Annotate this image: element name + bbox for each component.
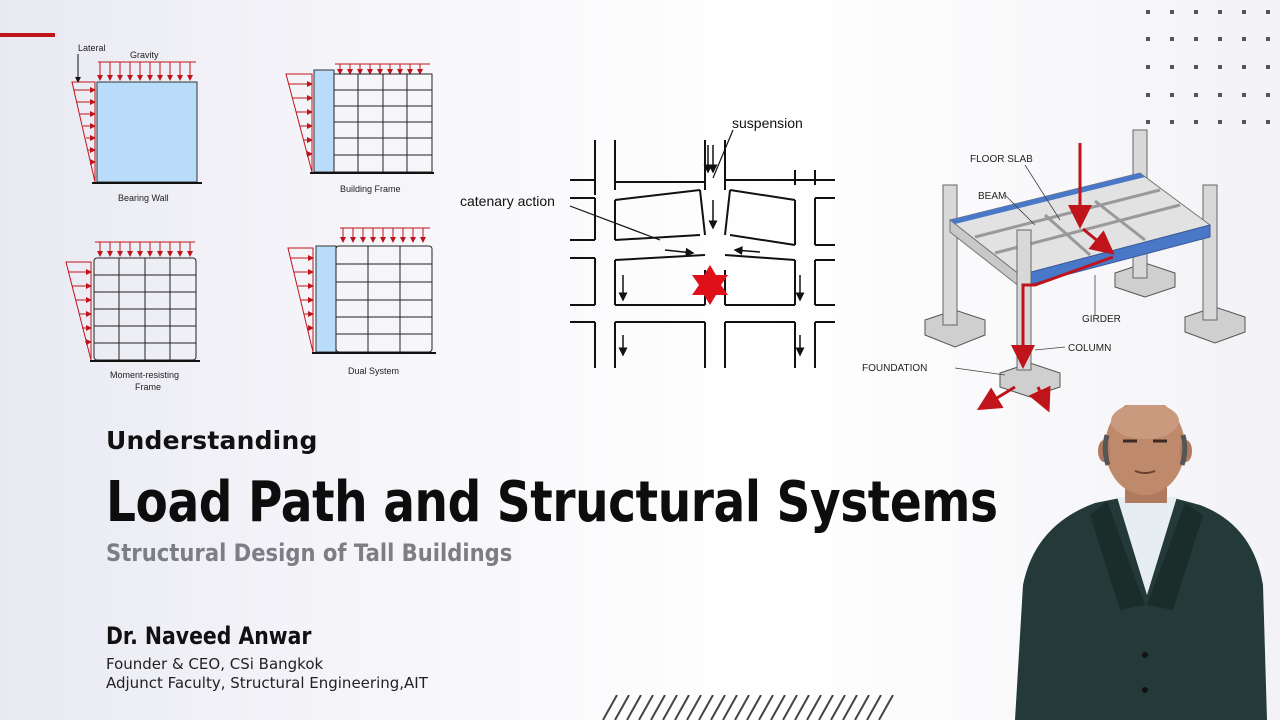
- catenary-label: catenary action: [460, 193, 555, 209]
- dual-system-panel: Dual System: [287, 227, 436, 376]
- structural-systems-diagram: Lateral Gravity Bearing Wall Build: [65, 43, 436, 392]
- suspension-label: suspension: [732, 115, 803, 131]
- column-label: COLUMN: [1068, 343, 1111, 354]
- bearing-wall-label: Bearing Wall: [118, 193, 169, 203]
- dot-grid-decoration: [1146, 10, 1270, 124]
- title-eyebrow: Understanding: [106, 426, 318, 455]
- moment-frame-label-2: Frame: [135, 382, 161, 392]
- frame-3d-diagram: FLOOR SLAB BEAM GIRDER COLUMN FOUNDATION: [862, 129, 1246, 413]
- diagonal-hatch-decoration: [602, 695, 894, 720]
- building-frame-label: Building Frame: [340, 184, 401, 194]
- accent-line: [0, 33, 55, 37]
- foundation-label: FOUNDATION: [862, 363, 927, 374]
- moment-frame-panel: Moment-resisting Frame: [65, 241, 200, 392]
- moment-frame-label-1: Moment-resisting: [110, 370, 179, 380]
- page-subtitle: Structural Design of Tall Buildings: [106, 539, 513, 567]
- presenter-photo: [1015, 405, 1267, 720]
- building-frame-panel: Building Frame: [285, 63, 434, 194]
- page-title: Load Path and Structural Systems: [106, 470, 998, 535]
- author-role-1: Founder & CEO, CSi Bangkok: [106, 655, 324, 673]
- catenary-diagram: suspension catenary action: [460, 115, 835, 368]
- failure-star-icon: [692, 265, 728, 305]
- beam-label: BEAM: [978, 191, 1006, 202]
- lateral-label: Lateral: [78, 43, 106, 53]
- bearing-wall-panel: Lateral Gravity Bearing Wall: [71, 43, 202, 203]
- author-name: Dr. Naveed Anwar: [106, 622, 312, 650]
- dual-system-label: Dual System: [348, 366, 399, 376]
- gravity-label: Gravity: [130, 50, 159, 60]
- floor-slab-label: FLOOR SLAB: [970, 154, 1033, 165]
- author-role-2: Adjunct Faculty, Structural Engineering,…: [106, 674, 428, 692]
- girder-label: GIRDER: [1082, 314, 1121, 325]
